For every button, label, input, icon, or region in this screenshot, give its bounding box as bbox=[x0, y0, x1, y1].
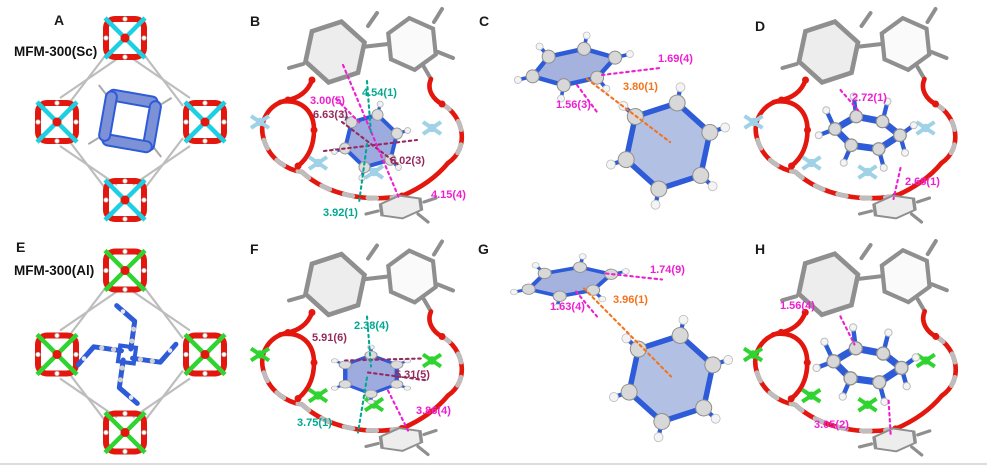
panel-g-benzene-pair bbox=[490, 232, 740, 465]
panel-g: G 1.74(9) 3.96(1) 1.63(4) bbox=[478, 232, 740, 465]
panel-e-framework-view bbox=[0, 232, 250, 465]
distance-dashes bbox=[574, 272, 673, 378]
benzene-molecule-upper bbox=[510, 27, 637, 106]
panel-e: E MFM-300(Al) bbox=[0, 232, 250, 465]
panel-h: H 1.56(4) 3.05(2) bbox=[740, 232, 987, 465]
panel-b-binding-site bbox=[250, 0, 490, 232]
panel-letter-g: G bbox=[478, 241, 489, 257]
distance-dashes bbox=[322, 63, 419, 205]
adsorbed-cyclohexane bbox=[815, 93, 917, 171]
distance-label: 3.92(1) bbox=[323, 207, 358, 219]
panel-letter-b: B bbox=[250, 13, 261, 29]
distance-dashes bbox=[839, 315, 892, 435]
distance-dashes bbox=[839, 88, 902, 201]
distance-label: 1.74(9) bbox=[650, 264, 685, 276]
distance-label: 5.91(6) bbox=[312, 332, 347, 344]
material-label-al: MFM-300(Al) bbox=[14, 263, 95, 278]
panel-b: B 3.00(5) 4.54(1) 6.63(3) 6.02(3) 4.15(4… bbox=[250, 0, 490, 232]
distance-label: 1.69(4) bbox=[658, 53, 693, 65]
framework-pocket bbox=[251, 242, 462, 455]
metal-cluster-icon bbox=[36, 101, 78, 143]
guest-benzene-square bbox=[87, 84, 173, 158]
panel-letter-e: E bbox=[16, 239, 26, 255]
distance-label: 3.75(1) bbox=[297, 417, 332, 429]
panel-d: D 2.72(1) 2.68(1) bbox=[740, 0, 987, 232]
panel-a: A MFM-300(Sc) bbox=[0, 0, 250, 232]
distance-label: 5.31(5) bbox=[395, 369, 430, 381]
framework-linkers bbox=[59, 283, 191, 426]
metal-cluster-icon bbox=[104, 411, 146, 453]
panel-c-benzene-pair bbox=[490, 0, 740, 232]
panel-f-binding-site bbox=[250, 232, 490, 465]
panel-d-binding-site bbox=[740, 0, 987, 232]
adsorbed-cyclohexane bbox=[813, 324, 920, 406]
panel-letter-f: F bbox=[250, 241, 259, 257]
panel-h-binding-site bbox=[740, 232, 987, 465]
distance-label: 2.68(1) bbox=[905, 176, 940, 188]
panel-a-framework-view bbox=[0, 0, 250, 232]
distance-label: 2.72(1) bbox=[852, 92, 887, 104]
distance-label: 2.38(4) bbox=[354, 320, 389, 332]
metal-cluster-icon bbox=[36, 333, 78, 375]
panel-f: F 2.38(4) 5.91(6) 5.31(5) 3.86(4) 3.75(1… bbox=[250, 232, 490, 465]
panel-c: C 1.69(4) 3.80(1) 1.56(3) bbox=[479, 0, 740, 232]
distance-dashes bbox=[575, 66, 672, 144]
distance-label: 3.86(4) bbox=[416, 405, 451, 417]
distance-label: 3.80(1) bbox=[623, 81, 658, 93]
distance-label: 4.54(1) bbox=[362, 87, 397, 99]
distance-label: 3.00(5) bbox=[310, 95, 345, 107]
panel-letter-a: A bbox=[54, 12, 65, 28]
metal-cluster-icon bbox=[104, 179, 146, 221]
distance-label: 6.63(3) bbox=[313, 109, 348, 121]
distance-dashes bbox=[343, 315, 430, 434]
panel-letter-h: H bbox=[755, 241, 766, 257]
material-label-sc: MFM-300(Sc) bbox=[14, 44, 98, 59]
metal-cluster-icon bbox=[184, 101, 226, 143]
distance-label: 1.56(4) bbox=[780, 300, 815, 312]
metal-cluster-icon bbox=[184, 333, 226, 375]
distance-label: 3.05(2) bbox=[814, 419, 849, 431]
distance-label: 1.56(3) bbox=[556, 99, 591, 111]
panel-letter-c: C bbox=[479, 13, 490, 29]
guest-pinwheel bbox=[74, 301, 180, 407]
metal-cluster-icon bbox=[104, 249, 146, 291]
distance-label: 4.15(4) bbox=[431, 189, 466, 201]
benzene-molecule-lower bbox=[602, 304, 739, 454]
metal-cluster-icon bbox=[104, 17, 146, 59]
benzene-molecule-lower bbox=[599, 71, 736, 221]
distance-label: 1.63(4) bbox=[550, 301, 585, 313]
framework-linkers bbox=[59, 51, 191, 193]
distance-label: 6.02(3) bbox=[390, 155, 425, 167]
panel-letter-d: D bbox=[755, 18, 766, 34]
distance-label: 3.96(1) bbox=[613, 294, 648, 306]
